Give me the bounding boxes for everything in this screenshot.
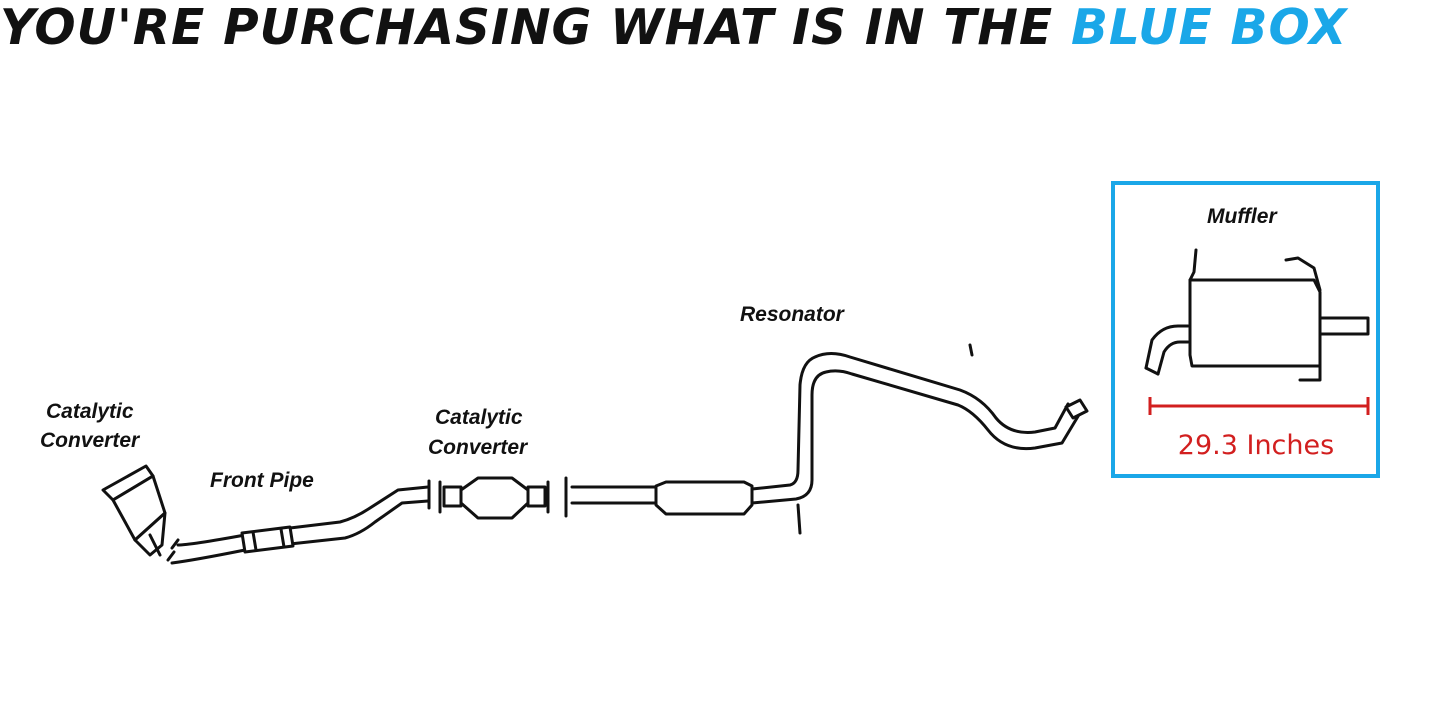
headline-highlight: BLUE BOX [1070,0,1348,56]
muffler-icon [1144,248,1370,382]
resonator-pipe-icon [564,343,1089,535]
dimension-line-icon [1148,397,1370,415]
label-cat-converter-left-1: Catalytic [46,400,134,423]
headline: YOU'RE PURCHASING WHAT IS IN THE BLUE BO… [0,0,1430,60]
label-cat-converter-mid-2: Converter [428,436,529,459]
catalytic-converter-left-icon [101,464,167,557]
label-cat-converter-left-2: Converter [40,429,141,452]
headline-prefix: YOU'RE PURCHASING WHAT IS IN THE [0,0,1071,56]
catalytic-converter-mid-icon [438,476,550,520]
measurement-label: 29.3 Inches [1178,430,1334,461]
label-cat-converter-mid-1: Catalytic [435,406,523,429]
label-front-pipe: Front Pipe [210,469,314,492]
front-pipe-icon [166,479,431,565]
label-resonator: Resonator [740,303,846,326]
selection-box [1111,181,1380,478]
label-muffler: Muffler [1207,205,1278,228]
